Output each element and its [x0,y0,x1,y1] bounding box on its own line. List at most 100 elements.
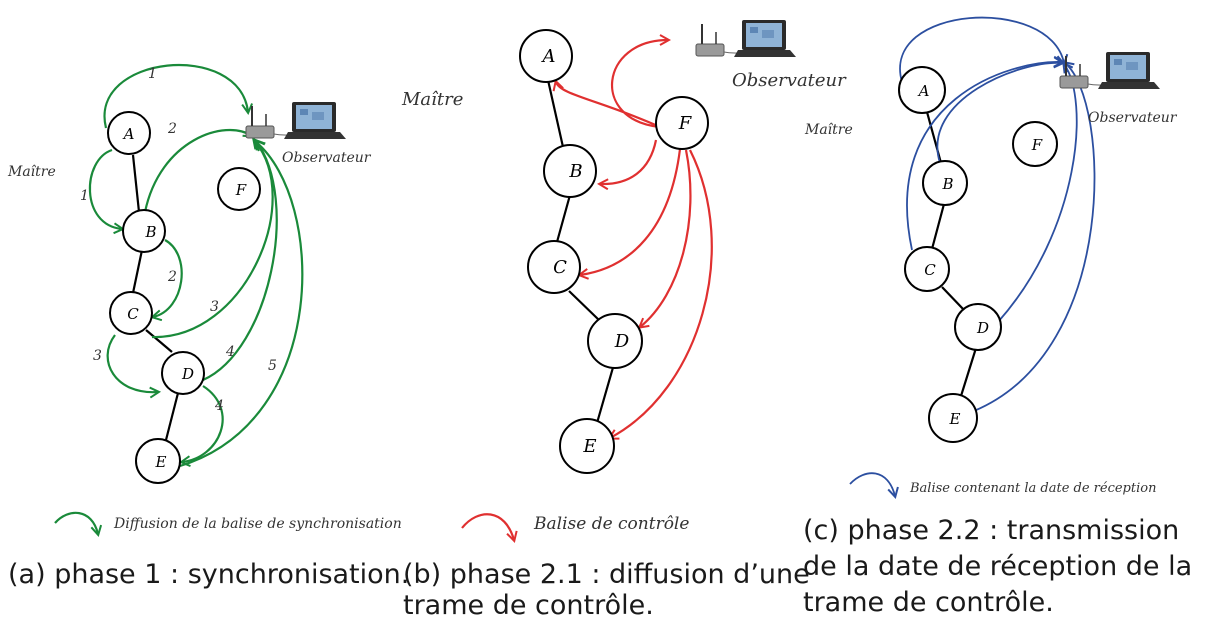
node-f [217,167,261,211]
caption-c-line1: (c) phase 2.2 : transmission [803,515,1179,546]
node-a [107,111,151,155]
arrow-a-b [88,148,122,229]
node-d [161,351,205,395]
node-f [1012,121,1058,167]
arrow-e-observer [179,142,304,468]
node-b-label: B [568,161,582,182]
node-a-label: A [541,46,556,67]
legend-red-arrow-icon [461,513,514,540]
master-label: Maître [401,89,463,110]
edge-c-d [568,290,601,322]
step-number: 4 [225,344,235,360]
node-c-label: C [924,261,936,279]
arrow-d-observer [202,141,278,382]
node-a-label: A [122,125,135,143]
legend-green-arrow-icon [54,511,98,534]
caption-a: (a) phase 1 : synchronisation. [8,559,409,590]
arrow-f-e [610,149,713,438]
node-f-label: F [1031,136,1043,154]
node-b-label: B [144,223,156,241]
node-e-label: E [949,410,961,428]
node-b [122,209,166,253]
caption-c-line3: trame de contrôle. [803,587,1054,618]
arrow-a-observer [899,16,1064,83]
panel-b: A B C D E F Maître Observateur Balise de… [401,19,847,621]
node-d-label: D [614,331,630,352]
legend-blue-arrow-icon [849,472,895,496]
node-d-label: D [181,365,194,383]
edge-c-d [145,329,173,353]
edge-d-e [595,363,616,424]
node-e-label: E [155,453,167,471]
node-c-label: C [553,257,567,278]
arrow-b-c [153,239,183,317]
edge-d-e [959,347,978,397]
node-d [587,313,643,369]
step-number: 2 [167,269,177,285]
step-number: 5 [268,358,277,374]
arrow-b-observer [143,130,252,213]
node-d [954,303,1002,351]
panel-a: A B C D E F 1 1 2 2 3 3 4 4 5 Maître Obs… [7,63,409,590]
arrow-b-observer [936,63,1062,164]
edge-b-c [131,249,144,294]
observer-device-icon [245,101,347,140]
arrow-f-observer [610,40,668,129]
step-number: 3 [93,348,102,364]
node-b [922,160,968,206]
node-e [928,393,978,443]
arrow-f-b [600,139,658,184]
arrow-c-d [106,334,158,392]
node-a [898,66,946,114]
step-number: 3 [210,299,219,315]
edge-c-d [941,286,965,311]
node-e [135,438,181,484]
caption-c-line2: de la date de réception de la [803,551,1192,582]
observer-label: Observateur [282,150,372,166]
arrow-a-observer [103,63,248,129]
master-label: Maître [804,122,853,138]
legend-text: Balise contenant la date de réception [909,481,1156,496]
legend-text: Diffusion de la balise de synchronisatio… [113,516,402,532]
node-a-label: A [917,82,930,100]
node-b [543,144,597,198]
node-c [109,291,153,335]
node-d-label: D [976,319,989,337]
node-f [655,96,709,150]
observer-label: Observateur [732,70,847,91]
legend-text: Balise de contrôle [533,514,689,534]
edge-d-e [164,392,180,441]
arrow-e-observer [973,63,1096,412]
node-f-label: F [678,113,693,134]
node-f-label: F [235,181,247,199]
step-number: 1 [80,188,89,204]
node-e-label: E [582,436,596,457]
observer-device-icon [1059,51,1161,90]
caption-b-line2: trame de contrôle. [403,590,654,621]
master-label: Maître [7,164,56,180]
panel-c: A B C D E F Maître Observateur Balise co… [803,16,1192,618]
arrow-f-c [580,148,682,275]
observer-device-icon [695,19,797,58]
node-c [527,240,581,294]
step-number: 2 [167,121,177,137]
edge-a-b [546,79,565,148]
arrow-d-observer [997,64,1078,323]
node-b-label: B [941,175,953,193]
arrow-f-a [556,82,661,129]
node-e [559,418,615,474]
node-a [519,29,573,83]
arrow-f-d [640,149,692,327]
caption-b-line1: (b) phase 2.1 : diffusion d’une [403,559,810,590]
arrow-d-e [182,385,224,462]
edge-b-c [930,203,946,250]
step-number: 4 [214,398,224,414]
node-c [904,246,950,292]
edge-a-b [131,154,141,213]
edge-b-c [555,194,572,243]
node-c-label: C [127,305,139,323]
step-number: 1 [148,66,157,82]
observer-label: Observateur [1088,110,1178,126]
arrow-c-observer [906,62,1062,251]
